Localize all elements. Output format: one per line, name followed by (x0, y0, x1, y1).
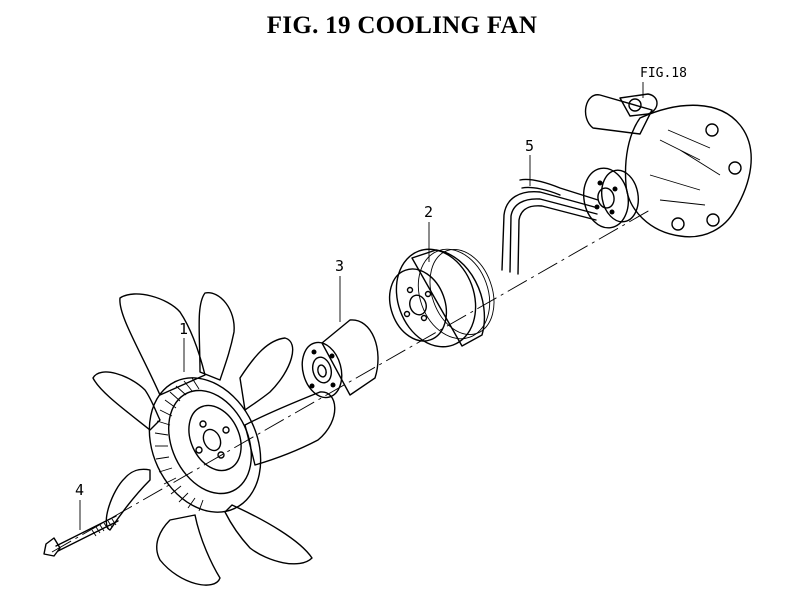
callout-3: 3 (335, 257, 344, 275)
figure-title: FIG. 19 COOLING FAN (266, 12, 538, 39)
spacer (301, 319, 379, 399)
callout-2: 2 (424, 203, 433, 221)
callout-1: 1 (179, 320, 188, 338)
cooling-fan (92, 292, 336, 586)
v-belt (501, 178, 599, 275)
water-pump (583, 93, 752, 238)
pulley (388, 248, 495, 348)
callout-4: 4 (75, 481, 84, 499)
fan-blades (92, 292, 336, 586)
reference-fig18-label: FIG.18 (640, 66, 687, 81)
assembly-axis-line (51, 209, 651, 553)
fan-hub (148, 377, 262, 513)
bolt (43, 515, 119, 557)
callout-5: 5 (525, 137, 534, 155)
fan-hub-ribs (154, 377, 204, 512)
